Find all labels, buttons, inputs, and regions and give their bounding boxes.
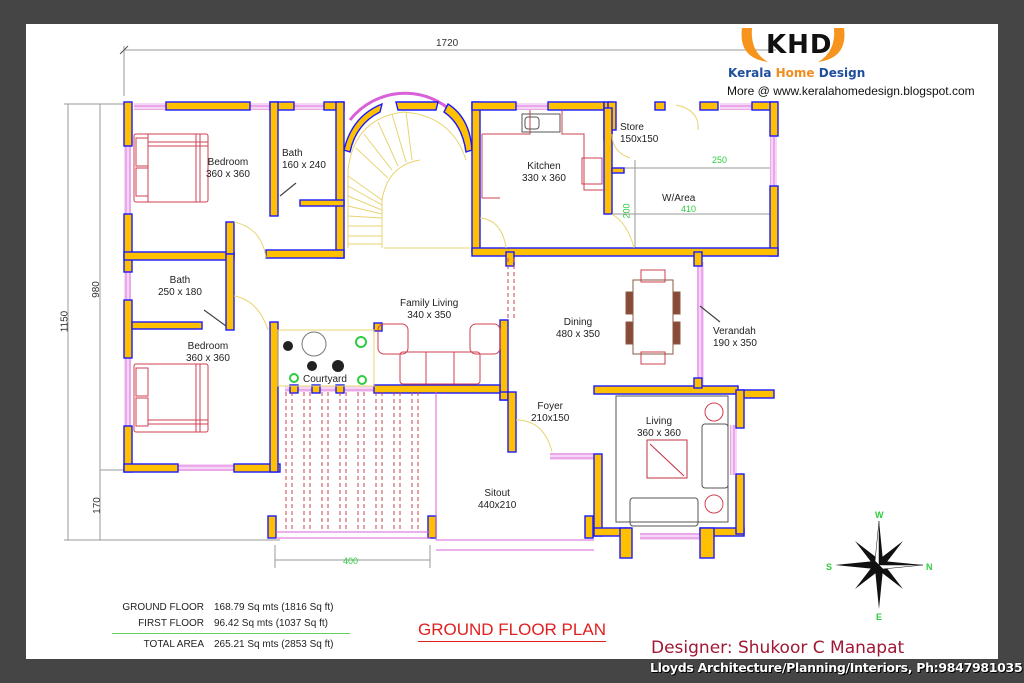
area-label: GROUND FLOOR	[122, 601, 204, 613]
room-size: 360 x 360	[637, 428, 681, 439]
compass-east-label: E	[876, 612, 883, 622]
dim-overall-depth: 1150	[59, 310, 71, 333]
room-courtyard: Courtyard	[303, 374, 347, 386]
kitchen-sink	[521, 113, 561, 133]
room-name: Courtyard	[303, 374, 347, 385]
room-name: Bath	[169, 275, 191, 286]
khd-logo: KHD Kerala Home Design	[728, 24, 865, 86]
area-divider	[112, 633, 350, 634]
room-warea: W/Area	[662, 193, 695, 205]
room-size: 330 x 360	[522, 173, 566, 184]
room-size: 480 x 350	[556, 329, 600, 340]
room-name: Verandah	[713, 326, 756, 337]
dim-sitout-width: 400	[343, 556, 359, 566]
sitout-pergola	[285, 258, 515, 530]
area-row: GROUND FLOOR 168.79 Sq mts (1816 Sq ft)	[112, 599, 354, 615]
room-name: Sitout	[484, 488, 510, 499]
compass-rose-icon	[835, 520, 924, 609]
room-name: Living	[645, 416, 673, 427]
dim-warea-upper: 250	[712, 155, 728, 165]
logo-text: KHD	[766, 30, 833, 60]
furniture	[133, 110, 666, 433]
designer-credit: Designer: Shukoor C Manapat	[651, 638, 905, 658]
area-row: FIRST FLOOR 96.42 Sq mts (1037 Sq ft)	[112, 615, 354, 631]
room-name: Foyer	[537, 401, 563, 412]
plan-title: GROUND FLOOR PLAN	[418, 620, 606, 642]
room-name: Store	[620, 122, 644, 133]
room-name: Family Living	[400, 298, 459, 309]
room-size: 340 x 350	[407, 310, 452, 321]
drawing-canvas	[26, 24, 998, 659]
room-size: 360 x 360	[206, 169, 250, 180]
staircase	[347, 111, 470, 249]
room-size: 250 x 180	[158, 287, 202, 298]
logo-name-accent: Home	[775, 66, 815, 80]
dim-warea-lower: 410	[681, 204, 697, 214]
firm-credit: Lloyds Architecture/Planning/Interiors, …	[650, 660, 1023, 675]
area-label: TOTAL AREA	[143, 638, 204, 650]
room-name: Bath	[282, 148, 303, 159]
area-label: FIRST FLOOR	[138, 617, 204, 629]
room-size: 210x150	[531, 413, 570, 424]
logo-arc-icon	[741, 28, 845, 62]
dim-main-depth: 980	[90, 281, 102, 298]
door-leaves	[203, 182, 721, 327]
area-value: 168.79 Sq mts (1816 Sq ft)	[214, 601, 334, 613]
dim-warea-side: 200	[621, 203, 632, 219]
compass-north-label: N	[926, 562, 933, 572]
dining-table	[625, 279, 681, 355]
logo-name-part2: Design	[814, 66, 866, 80]
room-size: 160 x 240	[282, 160, 326, 171]
room-size: 440x210	[478, 500, 517, 511]
area-value: 96.42 Sq mts (1037 Sq ft)	[214, 617, 328, 629]
room-name: W/Area	[662, 193, 696, 204]
room-name: Bedroom	[207, 157, 249, 168]
room-name: Dining	[563, 317, 593, 328]
logo-name-part1: Kerala	[728, 66, 776, 80]
area-total-row: TOTAL AREA 265.21 Sq mts (2853 Sq ft)	[112, 636, 354, 652]
courtyard-plants	[277, 329, 375, 387]
website-link[interactable]: More @ www.keralahomedesign.blogspot.com	[727, 84, 975, 98]
dim-overall-width: 1720	[436, 38, 459, 49]
room-name: Kitchen	[527, 161, 561, 172]
dim-sitout-depth: 170	[91, 497, 103, 514]
room-size: 150x150	[620, 134, 659, 145]
dimension-lines	[64, 45, 776, 568]
area-value: 265.21 Sq mts (2853 Sq ft)	[214, 638, 334, 650]
compass-south-label: S	[826, 562, 833, 572]
sitout-edges	[276, 392, 594, 551]
room-size: 360 x 360	[186, 353, 230, 364]
living-furniture	[615, 395, 729, 527]
logo-subtitle: Kerala Home Design	[728, 66, 865, 80]
room-name: Bedroom	[187, 341, 229, 352]
doors	[233, 104, 699, 453]
compass-west-label: W	[875, 510, 884, 520]
room-size: 190 x 350	[713, 338, 757, 349]
area-summary-table: GROUND FLOOR 168.79 Sq mts (1816 Sq ft) F…	[112, 599, 354, 652]
